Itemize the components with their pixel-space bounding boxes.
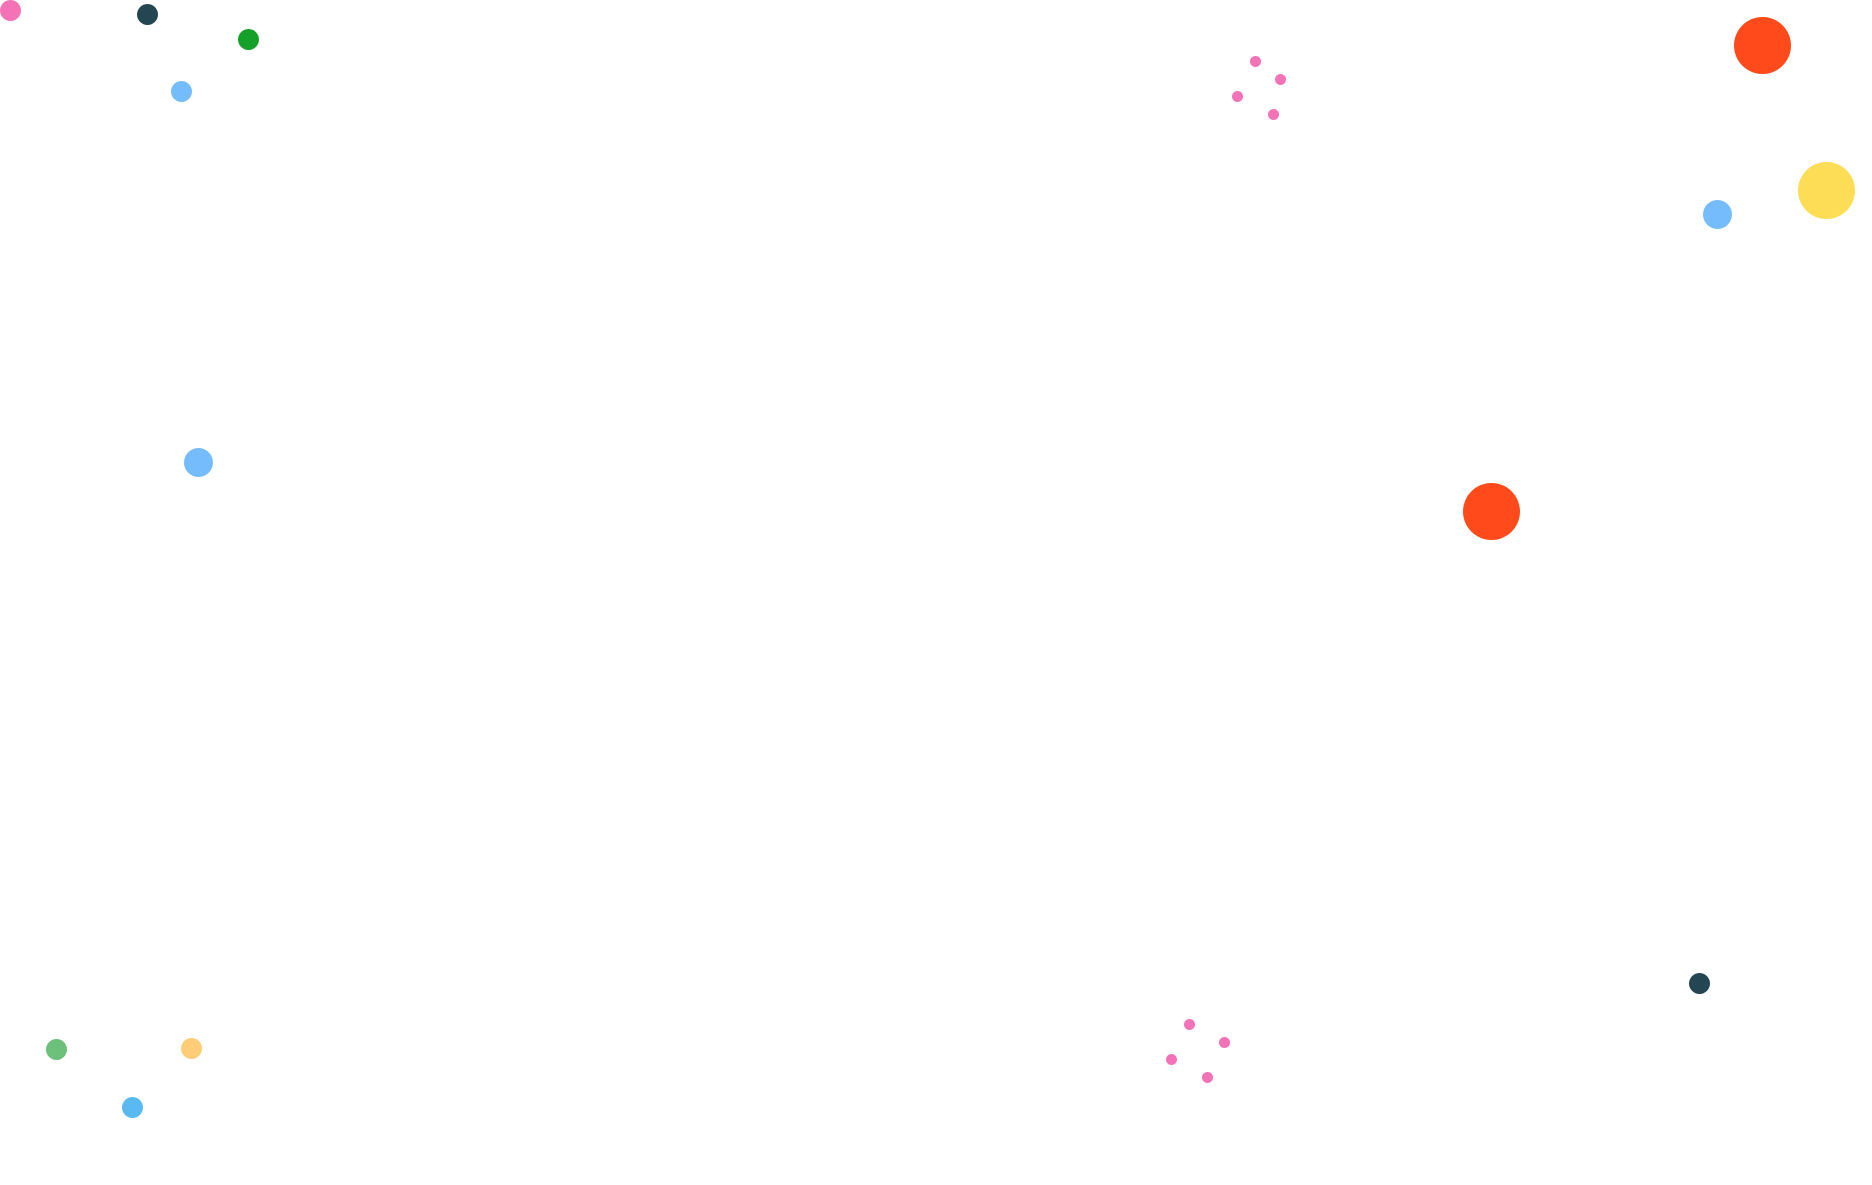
confetti-dot [1463, 483, 1520, 540]
confetti-dot [1689, 973, 1710, 994]
confetti-dot [122, 1097, 143, 1118]
confetti-dot [137, 4, 158, 25]
confetti-dot [171, 81, 192, 102]
confetti-dot [46, 1039, 67, 1060]
confetti-dot [1703, 200, 1732, 229]
confetti-dot [1268, 109, 1279, 120]
confetti-dot [1232, 91, 1243, 102]
confetti-dot [1734, 17, 1791, 74]
pink-dot-cluster [1164, 1019, 1234, 1089]
confetti-dot [1184, 1019, 1195, 1030]
confetti-dot [238, 29, 259, 50]
confetti-dot [1219, 1037, 1230, 1048]
confetti-dot [1250, 56, 1261, 67]
confetti-dot [1798, 162, 1855, 219]
confetti-dot [1275, 74, 1286, 85]
confetti-dot [181, 1038, 202, 1059]
confetti-dot [0, 0, 21, 21]
confetti-dot [1202, 1072, 1213, 1083]
pink-dot-cluster [1230, 56, 1290, 126]
confetti-dot [1166, 1054, 1177, 1065]
confetti-dot [184, 448, 213, 477]
